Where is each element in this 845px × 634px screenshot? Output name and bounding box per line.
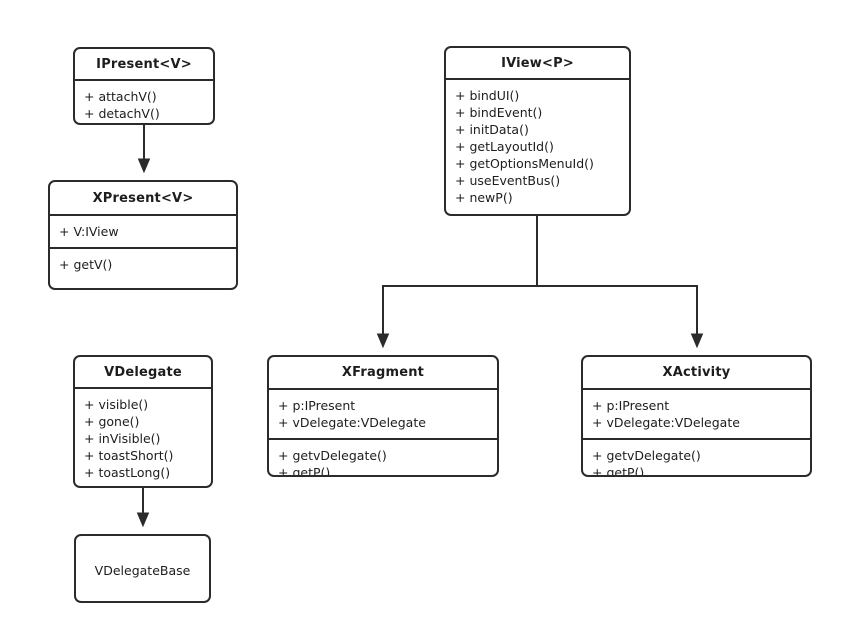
class-operation: + initData() <box>455 122 529 137</box>
class-operation: + getP() <box>592 465 645 477</box>
connector-line <box>382 216 538 336</box>
edge-vdelegate-vdelegatebase <box>136 488 150 528</box>
class-operations-compartment: + attachV() + detachV() <box>75 79 213 123</box>
class-title-compartment: IView<P> <box>501 55 574 71</box>
class-attribute: + vDelegate:VDelegate <box>592 415 740 430</box>
class-title-compartment: XActivity <box>662 365 731 380</box>
class-operation: + bindEvent() <box>455 105 543 120</box>
class-operation: + getP() <box>278 465 331 477</box>
class-operation: + getV() <box>59 257 113 272</box>
class-title-compartment: IPresent<V> <box>96 56 192 72</box>
class-operation: + newP() <box>455 190 513 205</box>
class-title-compartment: XFragment <box>341 365 425 380</box>
class-operation: + visible() <box>84 397 149 412</box>
class-operations-compartment: + getvDelegate() + getP() <box>583 438 810 477</box>
class-operation: + gone() <box>84 414 140 429</box>
class-title-compartment: VDelegateBase <box>76 536 209 601</box>
edge-iview-xactivity <box>536 216 704 349</box>
uml-class-xpresent[interactable]: XPresent<V> + V:IView + getV() <box>48 180 238 290</box>
class-operation: + inVisible() <box>84 431 161 446</box>
arrowhead-filled-triangle <box>136 512 150 528</box>
uml-class-xfragment[interactable]: XFragment + p:IPresent + vDelegate:VDelega… <box>267 355 499 477</box>
class-attributes-compartment: + p:IPresent + vDelegate:VDelegate <box>583 388 810 438</box>
class-operation: + toastLong() <box>84 465 171 480</box>
uml-class-iview[interactable]: IView<P> + bindUI() + bindEvent() + initDat… <box>444 46 631 216</box>
arrowhead-filled-triangle <box>376 333 390 349</box>
class-operations-compartment: + getV() <box>50 247 236 280</box>
class-attributes-compartment: + p:IPresent + vDelegate:VDelegate <box>269 388 497 438</box>
arrowhead-filled-triangle <box>137 158 151 174</box>
edge-iview-xfragment <box>376 216 538 349</box>
class-attribute: + V:IView <box>59 224 119 239</box>
class-operation: + getvDelegate() <box>278 448 387 463</box>
class-operation: + getvDelegate() <box>592 448 701 463</box>
uml-class-ipresent[interactable]: IPresent<V> + attachV() + detachV() <box>73 47 215 125</box>
class-operation: + useEventBus() <box>455 173 561 188</box>
class-name-label: VDelegateBase <box>94 563 191 578</box>
class-operation: + attachV() <box>84 89 157 104</box>
class-operation: + getLayoutId() <box>455 139 554 154</box>
class-operation: + toastShort() <box>84 448 174 463</box>
edge-ipresent-xpresent <box>137 125 151 174</box>
uml-class-vdelegate[interactable]: VDelegate + visible() + gone() + inVisible(… <box>73 355 213 488</box>
class-operation: + detachV() <box>84 106 160 121</box>
connector-line <box>536 216 698 336</box>
class-title-compartment: XPresent<V> <box>92 190 194 206</box>
uml-class-vdelegatebase[interactable]: VDelegateBase <box>74 534 211 603</box>
class-attribute: + p:IPresent <box>592 398 670 413</box>
class-operation: + bindUI() <box>455 88 520 103</box>
arrowhead-filled-triangle <box>690 333 704 349</box>
class-operations-compartment: + visible() + gone() + inVisible() + toastS… <box>75 387 211 486</box>
class-operations-compartment: + getvDelegate() + getP() <box>269 438 497 477</box>
class-title-compartment: VDelegate <box>104 364 182 380</box>
class-attributes-compartment: + V:IView <box>50 214 236 247</box>
class-operations-compartment: + bindUI() + bindEvent() + initData() + get… <box>446 78 629 213</box>
class-attribute: + p:IPresent <box>278 398 356 413</box>
uml-class-xactivity[interactable]: XActivity + p:IPresent + vDelegate:VDelega… <box>581 355 812 477</box>
class-operation: + getOptionsMenuId() <box>455 156 594 171</box>
class-attribute: + vDelegate:VDelegate <box>278 415 426 430</box>
